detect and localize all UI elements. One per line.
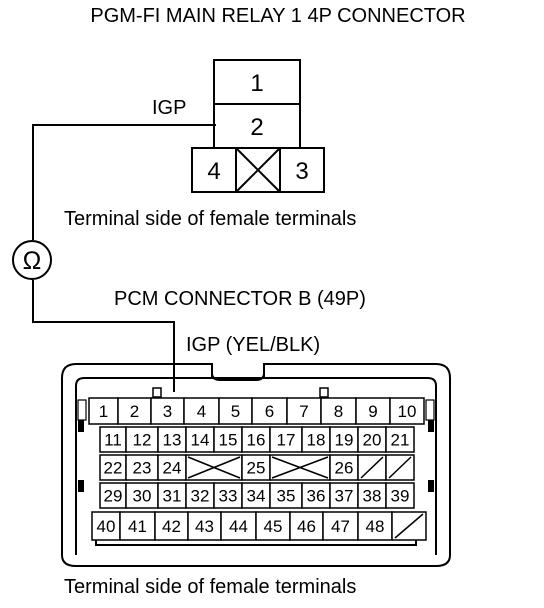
pcm-terminal-29: 29 <box>104 487 123 506</box>
pcm-terminal-cell-20 <box>357 426 387 453</box>
pcm-terminal-4: 4 <box>197 402 206 421</box>
pcm-terminal-23: 23 <box>133 459 152 478</box>
pcm-terminal-cell-44 <box>220 511 257 541</box>
pcm-terminal-40: 40 <box>97 517 116 536</box>
pcm-connector-title: PCM CONNECTOR B (49P) <box>114 288 366 310</box>
pcm-terminal-cell-45 <box>255 511 291 541</box>
pcm-terminal-32: 32 <box>191 487 210 506</box>
pcm-terminal-33: 33 <box>219 487 238 506</box>
pcm-terminal-20: 20 <box>363 431 382 450</box>
pcm-terminal-26: 26 <box>335 459 354 478</box>
pcm-terminal-cell-36 <box>301 482 331 509</box>
ohmmeter <box>12 240 52 280</box>
relay-terminal-2: 2 <box>250 114 263 141</box>
pcm-terminal-42: 42 <box>162 517 181 536</box>
relay-caption: Terminal side of female terminals <box>64 208 356 230</box>
pcm-terminal-cell-40 <box>91 511 121 541</box>
pcm-terminal-45: 45 <box>264 517 283 536</box>
pcm-terminal-30: 30 <box>133 487 152 506</box>
pcm-terminal-cell-24 <box>157 454 187 481</box>
pcm-terminal-2: 2 <box>130 402 139 421</box>
pcm-terminal-cell-12 <box>125 426 159 453</box>
pcm-terminal-46: 46 <box>297 517 316 536</box>
relay-terminal-3: 3 <box>295 158 308 185</box>
pcm-terminal-cell-41 <box>119 511 156 541</box>
pcm-caption: Terminal side of female terminals <box>64 576 356 598</box>
pcm-terminal-cell-47 <box>322 511 359 541</box>
pcm-terminal-48: 48 <box>366 517 385 536</box>
pcm-terminal-cell-1 <box>88 397 119 425</box>
pcm-terminal-cell-32 <box>185 482 215 509</box>
pcm-terminal-22: 22 <box>104 459 123 478</box>
pcm-terminal-cell-30 <box>125 482 159 509</box>
pcm-terminal-14: 14 <box>191 431 210 450</box>
relay-terminal-4: 4 <box>207 158 220 185</box>
pcm-terminal-35: 35 <box>277 487 296 506</box>
pcm-terminal-3: 3 <box>163 402 172 421</box>
ohm-symbol: Ω <box>23 247 42 275</box>
pcm-terminal-24: 24 <box>163 459 182 478</box>
pcm-terminal-cell-39 <box>385 482 415 509</box>
pcm-terminal-9: 9 <box>368 402 377 421</box>
pcm-terminal-31: 31 <box>163 487 182 506</box>
relay-wire-label: IGP <box>152 97 186 119</box>
pcm-terminal-38: 38 <box>363 487 382 506</box>
pcm-terminal-25: 25 <box>247 459 266 478</box>
pcm-terminal-16: 16 <box>247 431 266 450</box>
pcm-terminal-cell-31 <box>157 482 187 509</box>
pcm-terminal-17: 17 <box>277 431 296 450</box>
pcm-terminal-6: 6 <box>265 402 274 421</box>
pcm-terminal-10: 10 <box>398 402 417 421</box>
pcm-terminal-43: 43 <box>195 517 214 536</box>
pcm-terminal-cell-8 <box>320 397 357 425</box>
pcm-terminal-18: 18 <box>307 431 326 450</box>
pcm-terminal-36: 36 <box>307 487 326 506</box>
pcm-terminal-cell-6 <box>251 397 288 425</box>
pcm-terminal-cell-14 <box>185 426 215 453</box>
pcm-terminal-cell-46 <box>289 511 324 541</box>
pcm-terminal-15: 15 <box>219 431 238 450</box>
pcm-wire-label: IGP (YEL/BLK) <box>186 334 320 356</box>
pcm-terminal-cell-37 <box>329 482 359 509</box>
pcm-terminal-cell-15 <box>213 426 243 453</box>
relay-connector: 1 2 4 3 <box>191 59 325 193</box>
pcm-terminal-cell-18 <box>301 426 331 453</box>
pcm-terminal-8: 8 <box>334 402 343 421</box>
pcm-terminal-cell-11 <box>99 426 127 453</box>
pcm-terminal-21: 21 <box>391 431 410 450</box>
pcm-terminal-1: 1 <box>99 402 108 421</box>
pcm-terminal-12: 12 <box>133 431 152 450</box>
pcm-terminal-cell-16 <box>241 426 271 453</box>
pcm-terminal-39: 39 <box>391 487 410 506</box>
pcm-terminal-5: 5 <box>231 402 240 421</box>
pcm-terminal-cell-38 <box>357 482 387 509</box>
pcm-terminal-cell-10 <box>389 397 425 425</box>
pcm-terminal-7: 7 <box>299 402 308 421</box>
pcm-terminal-cell-19 <box>329 426 359 453</box>
pcm-terminal-cell-9 <box>355 397 391 425</box>
test-lead-wire <box>32 124 216 392</box>
pcm-terminal-cell-23 <box>125 454 159 481</box>
pcm-terminal-41: 41 <box>128 517 147 536</box>
pcm-terminal-37: 37 <box>335 487 354 506</box>
pcm-terminal-11: 11 <box>104 431 122 450</box>
pcm-terminal-cell-21 <box>385 426 415 453</box>
pcm-terminal-44: 44 <box>229 517 248 536</box>
pcm-terminal-47: 47 <box>331 517 350 536</box>
pcm-terminal-13: 13 <box>163 431 182 450</box>
pcm-terminal-34: 34 <box>247 487 266 506</box>
pcm-terminal-cell-35 <box>269 482 303 509</box>
relay-connector-title: PGM-FI MAIN RELAY 1 4P CONNECTOR <box>90 5 465 27</box>
relay-terminal-1: 1 <box>250 70 263 97</box>
pcm-terminal-19: 19 <box>335 431 354 450</box>
